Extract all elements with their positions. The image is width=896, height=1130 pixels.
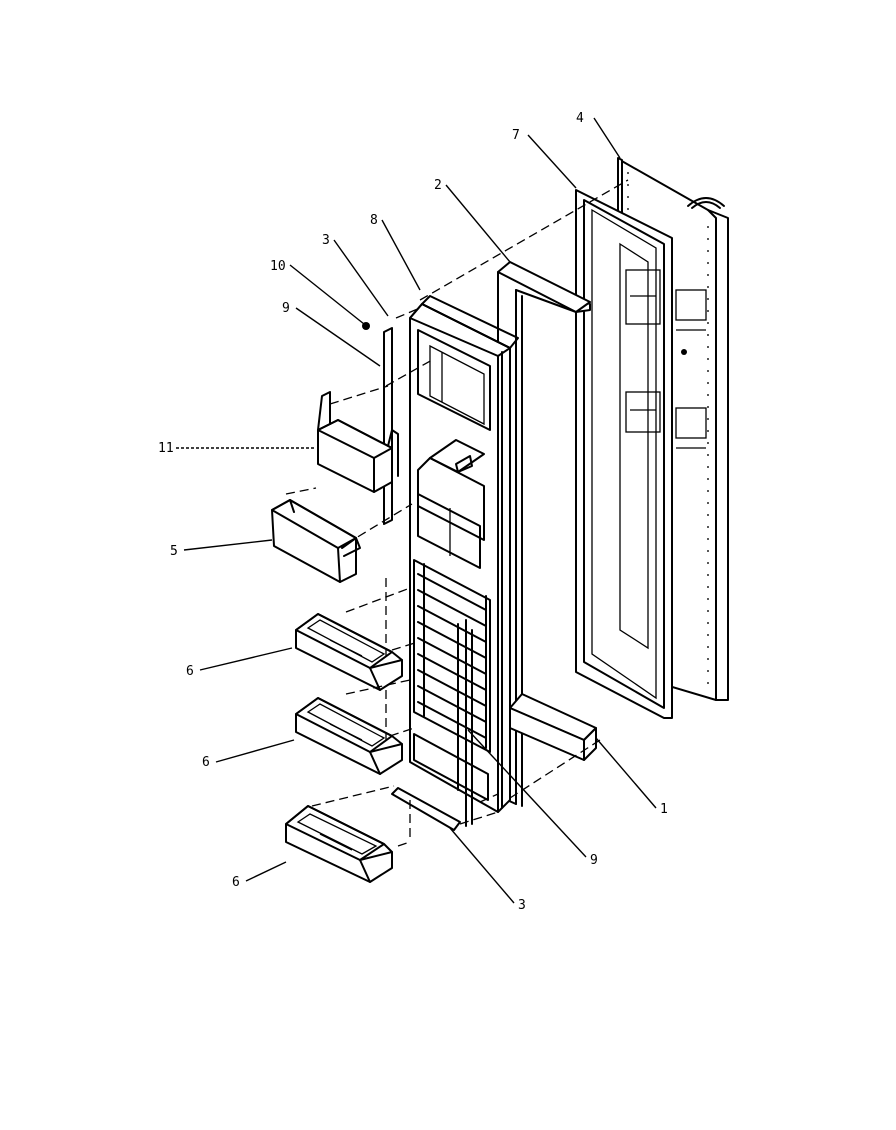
lower-trim-strip [391, 787, 461, 831]
door-bin-upper [295, 613, 403, 691]
callout-3-lower: 3 [518, 898, 526, 913]
callout-10: 10 [270, 259, 286, 274]
upper-trim-strip [383, 327, 393, 525]
callout-6-upper: 6 [186, 664, 194, 679]
callout-9-lower: 9 [590, 853, 598, 868]
alignment-lines [285, 179, 629, 847]
callout-1: 1 [660, 802, 668, 817]
callout-labels: 4 7 2 8 3 10 9 11 5 6 6 6 1 9 3 [158, 111, 668, 913]
callout-8: 8 [370, 213, 378, 228]
callout-2: 2 [434, 178, 442, 193]
callout-9-upper: 9 [282, 301, 290, 316]
callout-6-lower: 6 [232, 875, 240, 890]
dairy-bin [317, 391, 399, 493]
callout-7: 7 [512, 128, 520, 143]
door-inner-frame [409, 295, 519, 813]
lower-vertical-rod [465, 629, 473, 827]
bucket [271, 499, 361, 583]
callout-3-upper: 3 [322, 233, 330, 248]
leader-lines [176, 117, 657, 904]
door-bin-lower [285, 805, 393, 883]
breaker-strip [509, 693, 597, 761]
callout-11: 11 [158, 441, 174, 456]
shelf-rails [417, 573, 487, 739]
door-gasket [575, 189, 673, 719]
callout-6-middle: 6 [202, 755, 210, 770]
callout-5: 5 [170, 544, 178, 559]
callout-4: 4 [576, 111, 584, 126]
